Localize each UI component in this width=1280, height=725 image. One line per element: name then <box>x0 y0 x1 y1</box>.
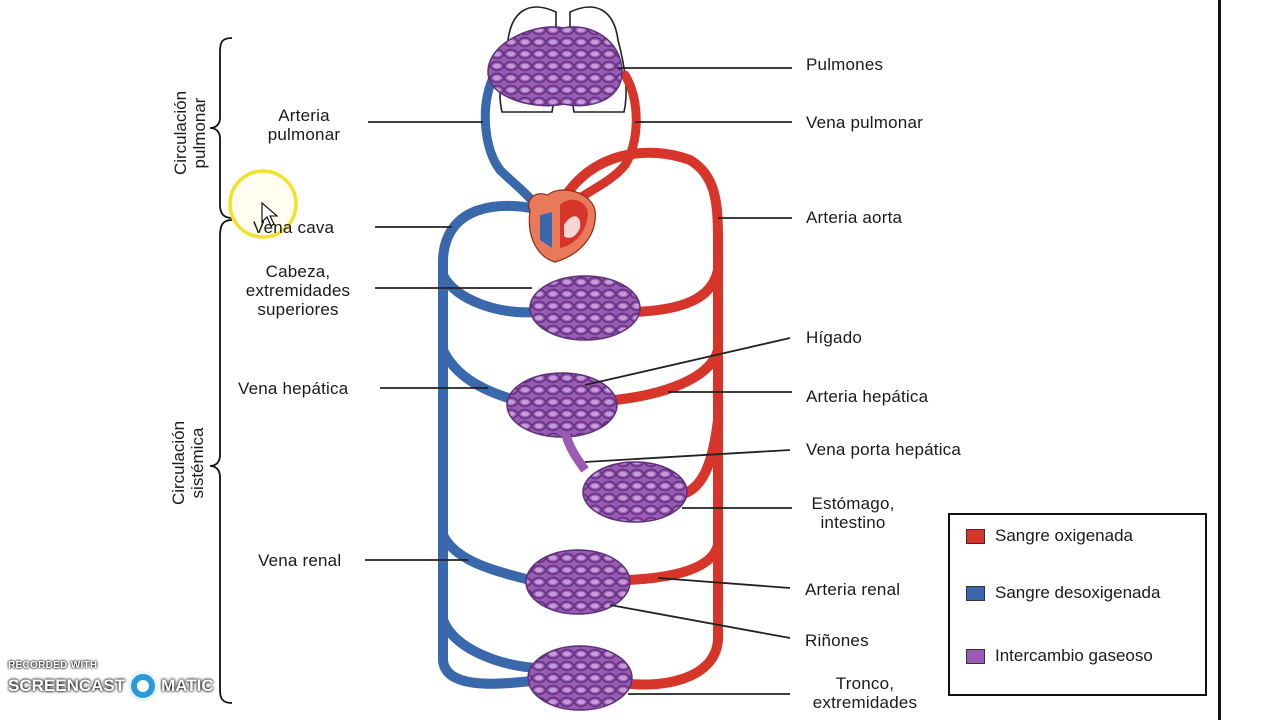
legend-label-exchange: Intercambio gaseoso <box>995 646 1153 665</box>
deoxygenated-vessels <box>438 200 545 689</box>
label-higado: Hígado <box>806 328 863 347</box>
legend-label-deoxygenated: Sangre desoxigenada <box>995 583 1161 602</box>
label-vena-hepatica: Vena hepática <box>238 379 349 398</box>
screencast-logo-icon <box>128 671 159 701</box>
legend-item-deoxygenated: Sangre desoxigenada <box>966 583 1160 603</box>
label-arteria-pulmonar: Arteria pulmonar <box>267 106 341 144</box>
watermark-brand-right: MATIC <box>161 676 214 695</box>
label-pulmones: Pulmones <box>806 55 884 74</box>
group-braces <box>209 37 233 704</box>
leader-lines <box>365 67 792 695</box>
watermark-brand: SCREENCAST MATIC <box>8 671 214 701</box>
legend-item-oxygenated: Sangre oxigenada <box>966 526 1133 546</box>
legend-swatch-oxygenated <box>966 528 985 544</box>
legend: Sangre oxigenada Sangre desoxigenada Int… <box>948 513 1207 696</box>
label-arteria-renal: Arteria renal <box>805 580 901 599</box>
legend-swatch-deoxygenated <box>966 585 985 601</box>
cursor-highlight <box>228 169 298 239</box>
label-rinones: Riñones <box>805 631 869 650</box>
label-estomago-intestino: Estómago, intestino <box>811 494 895 532</box>
watermark-recorded-with: RECORDED WITH <box>8 660 98 671</box>
label-tronco-extremidades: Tronco, extremidades <box>812 674 918 712</box>
legend-label-oxygenated: Sangre oxigenada <box>995 526 1134 545</box>
label-arteria-aorta: Arteria aorta <box>806 208 903 227</box>
heart <box>528 189 596 263</box>
label-cabeza-extremidades-superiores: Cabeza, extremidades superiores <box>245 262 351 319</box>
legend-item-exchange: Intercambio gaseoso <box>966 646 1153 666</box>
group-label-sistemica: Circulación sistémica <box>169 420 207 506</box>
watermark-brand-left: SCREENCAST <box>8 676 126 695</box>
legend-swatch-exchange <box>966 648 985 664</box>
group-label-pulmonar: Circulación pulmonar <box>171 90 209 176</box>
right-border-line <box>1218 0 1221 720</box>
screencast-watermark: RECORDED WITH SCREENCAST MATIC <box>8 660 214 701</box>
label-vena-renal: Vena renal <box>258 551 342 570</box>
capillary-beds <box>487 26 688 711</box>
label-arteria-hepatica: Arteria hepática <box>806 387 929 406</box>
label-vena-porta-hepatica: Vena porta hepática <box>806 440 962 459</box>
label-vena-cava: Vena cava <box>253 218 335 237</box>
label-vena-pulmonar: Vena pulmonar <box>806 113 923 132</box>
mouse-pointer-icon <box>261 201 279 227</box>
